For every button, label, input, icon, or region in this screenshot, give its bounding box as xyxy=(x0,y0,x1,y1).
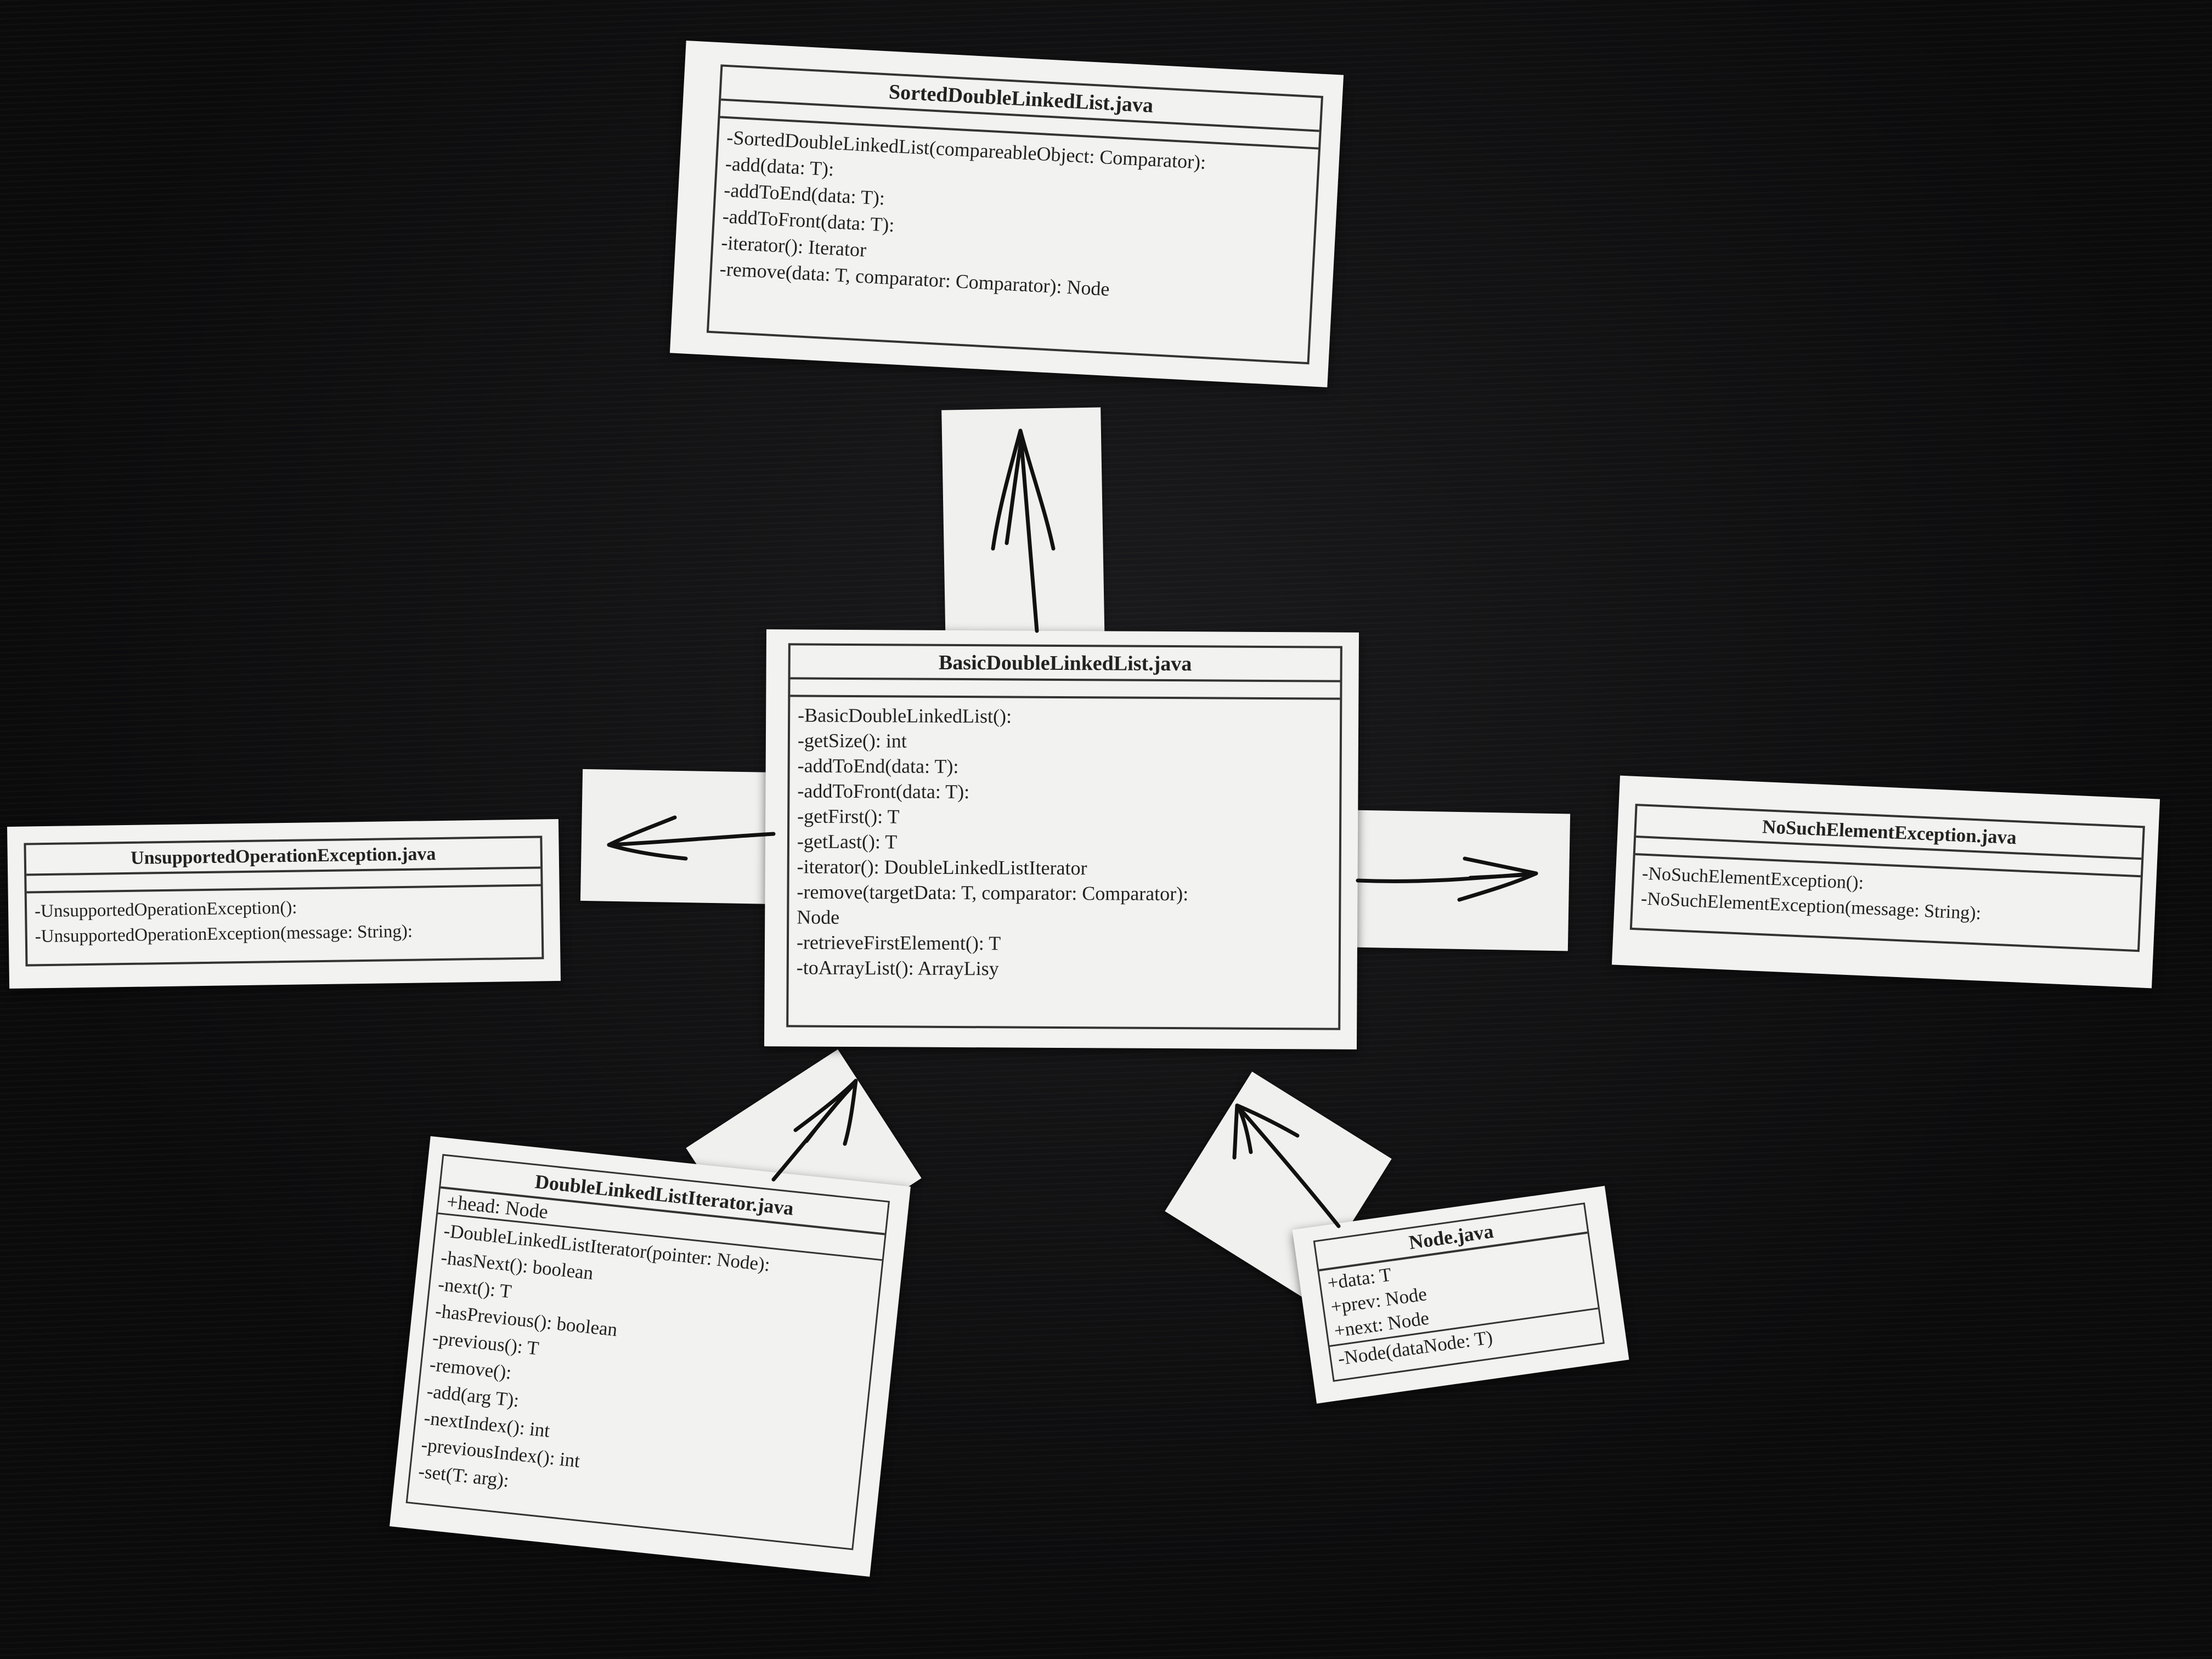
arrow-up xyxy=(991,428,1056,633)
arrow-right xyxy=(1356,856,1538,902)
arrow-down-left xyxy=(771,1079,858,1182)
arrow-left xyxy=(607,815,776,861)
arrow-down-right xyxy=(1232,1103,1341,1228)
